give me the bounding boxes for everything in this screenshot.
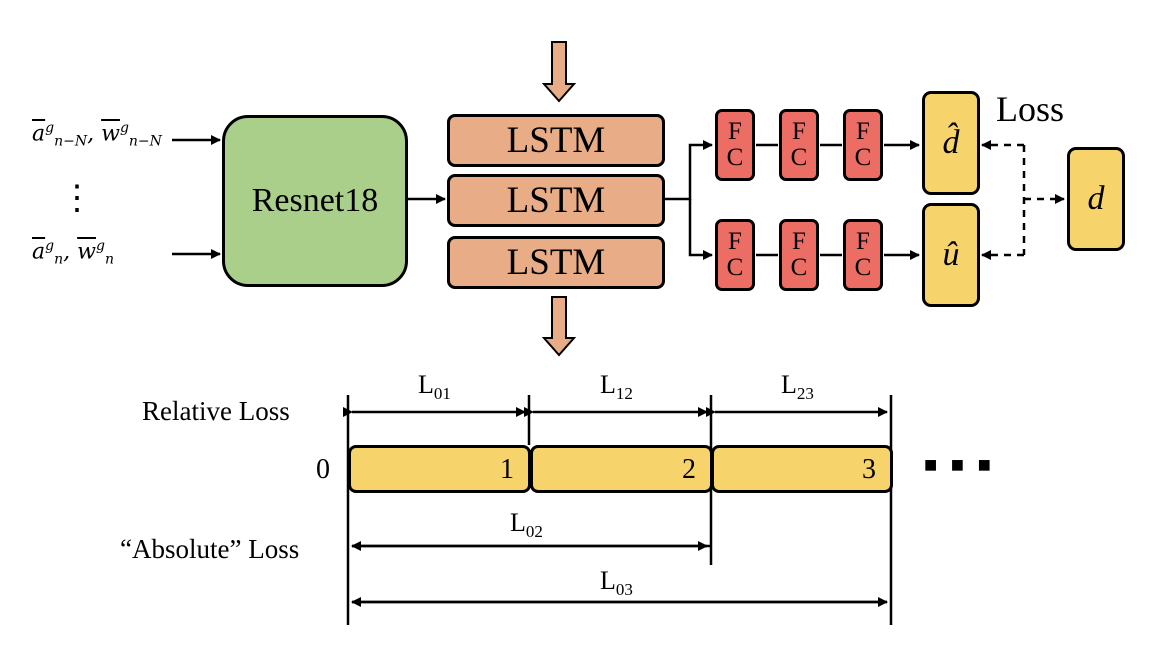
ellipsis: ■ ■ ■ — [924, 452, 995, 477]
input-arrow-down — [541, 41, 577, 103]
input-first: agn−N, wgn−N — [32, 120, 162, 150]
measure-L12: L12 — [600, 370, 633, 404]
lstm-block-middle: LSTM — [447, 174, 665, 227]
resnet18-block: Resnet18 — [222, 115, 408, 287]
output-d-hat: d̂ — [922, 91, 980, 195]
absolute-loss-label: “Absolute” Loss — [120, 534, 300, 564]
measure-L01: L01 — [418, 370, 451, 404]
output-u-hat: û — [922, 203, 980, 307]
measure-L03: L03 — [600, 566, 633, 600]
measure-L23: L23 — [781, 370, 814, 404]
timeline-segment-2: 2 — [530, 445, 713, 493]
relative-loss-label: Relative Loss — [142, 396, 290, 426]
timeline-segment-3: 3 — [711, 445, 893, 493]
target-d: d — [1067, 147, 1125, 251]
lstm-block-top: LSTM — [447, 114, 665, 167]
output-arrow-down — [541, 296, 577, 357]
timeline-segment-1: 1 — [348, 445, 531, 493]
input-last: agn, wgn — [32, 238, 114, 268]
lstm-block-bottom: LSTM — [447, 236, 665, 289]
measure-L02: L02 — [510, 508, 543, 542]
input-dots: ⋮ — [60, 180, 94, 217]
origin-label: 0 — [316, 454, 330, 485]
loss-label: Loss — [996, 89, 1065, 129]
